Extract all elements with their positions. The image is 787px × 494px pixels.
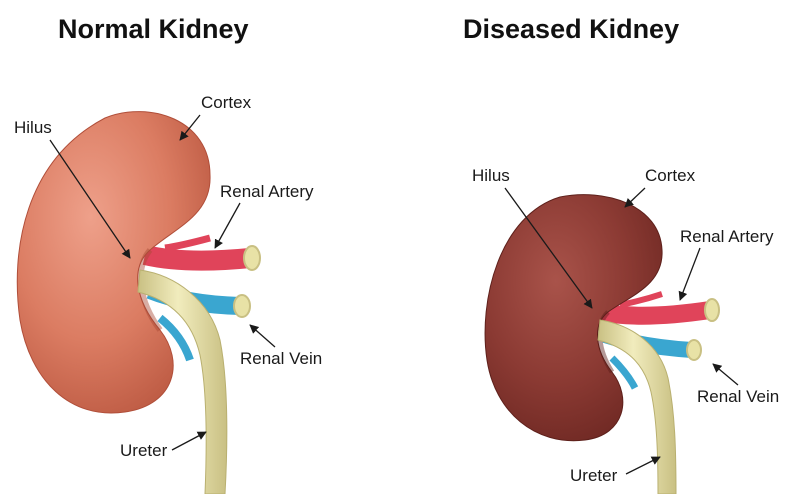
hilus-label: Hilus	[472, 166, 510, 185]
ureter-label: Ureter	[570, 466, 618, 485]
panel-title: Diseased Kidney	[463, 14, 679, 44]
renal-artery	[145, 238, 260, 270]
renal-artery-label: Renal Artery	[220, 182, 314, 201]
hilus-label: Hilus	[14, 118, 52, 137]
normal-kidney-panel: Normal Kidney Hilus Cortex Renal Artery …	[14, 14, 322, 494]
renal-vein-label: Renal Vein	[697, 387, 779, 406]
ureter-label: Ureter	[120, 441, 168, 460]
renal-artery-label: Renal Artery	[680, 227, 774, 246]
renal-vein-label: Renal Vein	[240, 349, 322, 368]
panel-title: Normal Kidney	[58, 14, 249, 44]
cortex-label: Cortex	[201, 93, 252, 112]
diseased-kidney-panel: Diseased Kidney Hilus Cortex Renal Arter…	[463, 14, 779, 494]
cortex-label: Cortex	[645, 166, 696, 185]
